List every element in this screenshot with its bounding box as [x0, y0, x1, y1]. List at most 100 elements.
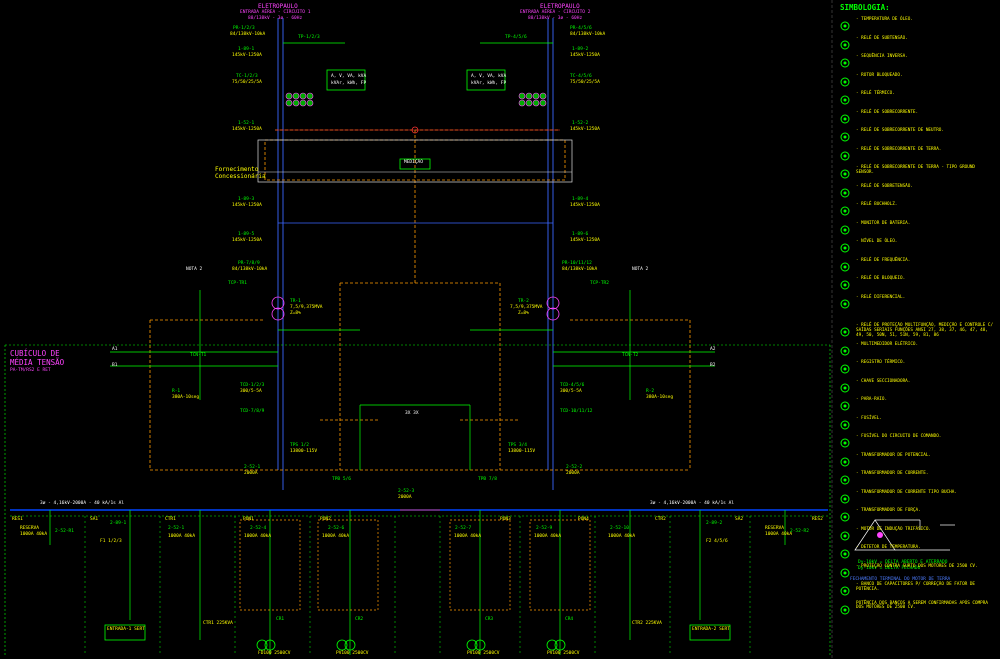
left-res-spec: 380A-10seg	[172, 395, 200, 400]
legend-item-text: - DETETOR DE TEMPERATURA.	[856, 545, 921, 550]
locked-rotor-icon	[840, 72, 850, 86]
right-tp2-spec: 13800-115V	[508, 449, 536, 454]
left-pr2-label: PR-7/8/9	[238, 261, 260, 266]
right-pr2-label: PR-10/11/12	[562, 261, 592, 266]
right-sect2-label: 1-89-4	[572, 197, 589, 202]
legend-item-text: - RELÉ DE SOBRECORRENTE DE TERRA.	[856, 146, 942, 152]
legend-item: - RELÉ DE SOBRECORRENTE DE TERRA - TIPO …	[835, 164, 995, 179]
neutral-overcurrent-icon	[840, 127, 850, 142]
temperature-relay-icon	[840, 16, 850, 31]
fuse-demand-icon	[840, 433, 850, 448]
feeder-ctr1-br: 2-52-1	[168, 526, 185, 531]
legend-item-text: - RELÉ DIFERENCIAL.	[856, 294, 906, 300]
legend-item: - MOTOR DE INDUÇÃO TRIFÁSICO.	[835, 526, 995, 540]
legend-item: - FUSÍVEL DO CIRCUITO DE COMANDO.	[835, 433, 995, 448]
feeder-res1-br: 2-52-R1	[55, 529, 74, 534]
bus-label-a1: A1	[112, 347, 118, 352]
feeder-ctr2-br: 2-52-10	[610, 526, 629, 531]
right-tcp-label: TCP-TR2	[590, 281, 609, 286]
legend-item: - TRANSFORMADOR DE POTENCIAL.	[835, 452, 995, 466]
legend-item-text: - FUSÍVEL DO CIRCUITO DE COMANDO.	[856, 434, 942, 439]
left-meter-values-2: kVAr, kWh, FP	[331, 81, 367, 86]
feeder-sa2-spec: F2 4/5/6	[706, 539, 728, 544]
power-transformer-left	[271, 296, 285, 321]
legend-item-text: - MULTIMEDIDOR ELÉTRICO.	[856, 341, 919, 347]
right-res-label: R-2	[646, 389, 655, 394]
legend-item: - RELÉ BUCHHOLZ.	[835, 201, 995, 216]
cubiculo-title-1: CUBÍCULO DE	[10, 349, 60, 358]
protection-relays-left	[285, 92, 314, 107]
legend-item: - TRANSFORMADOR DE FORÇA.	[835, 507, 995, 522]
right-pr-spec: 84/138kV-10kA	[570, 32, 606, 37]
feeder-ctr2-load: CTR2 225KVA	[632, 621, 662, 626]
capacitor-bank-icon	[840, 581, 850, 596]
right-sect3-label: 1-89-6	[572, 232, 589, 237]
frequency-relay-icon	[840, 257, 850, 271]
left-br-low-spec: 2000A	[244, 471, 258, 476]
battery-monitor-icon	[840, 220, 850, 234]
tie-right-tp: TPB 7/8	[478, 477, 497, 482]
legend-item-text: - PROTEÇÃO CONTRA SURTO DOS MOTORES DE 2…	[856, 563, 978, 569]
feeder-pon3-spec: 1000A 40kA	[454, 534, 482, 539]
legend-item-text: - CHAVE SECCIONADORA.	[856, 378, 911, 384]
feeder-pon2-br: 2-52-6	[328, 526, 345, 531]
legend-item: - TRANSFORMADOR DE CORRENTE.	[835, 470, 995, 485]
legend-item-text: - RELÉ DE SOBRECORRENTE DE NEUTRO.	[856, 128, 944, 133]
multifunction-relay-icon	[840, 322, 850, 337]
legend-item-text: - RELÉ DE SOBRECORRENTE.	[856, 109, 919, 115]
feeder-pon1-motor: CR1	[276, 617, 285, 622]
bus-label-a2: A2	[710, 347, 716, 352]
feeder-pon3-load: PV100 2500CV	[467, 651, 500, 656]
tie-breaker-label: 2-52-3	[398, 489, 415, 494]
right-tr-sub: Z=8%	[518, 311, 529, 316]
legend-item: POTÊNCIA DOS BANCOS A SEREM CONFIRMADAS …	[835, 600, 995, 614]
cubiculo-subtitle: PA-TM/RS2 E RET	[10, 368, 51, 373]
feeder-pon2-motor: CR2	[355, 617, 364, 622]
left-sect1-spec: 145kV-1250A	[232, 53, 262, 58]
left-pr-spec: 84/138kV-10kA	[230, 32, 266, 37]
right-feeder-name: ELETROPAULO	[540, 3, 580, 10]
legend-item-text: - TRANSFORMADOR DE CORRENTE.	[856, 471, 929, 476]
lockout-relay-icon	[840, 275, 850, 290]
insulation-monitor-icon	[840, 526, 850, 540]
feeder-sa2-br: 2-89-2	[706, 521, 723, 526]
right-tcd-spec: 300/5-5A	[560, 389, 582, 394]
right-br-low-spec: 2000A	[566, 471, 580, 476]
power-transformer-icon	[840, 507, 850, 522]
feeder-pon3-br: 2-52-7	[455, 526, 472, 531]
feeder-pon4-id: PON4	[578, 517, 589, 522]
thermal-relay-icon	[840, 90, 850, 105]
meter-box-right	[466, 69, 506, 91]
feeder-pon4-br: 2-52-9	[536, 526, 553, 531]
left-tcd2-label: TCD-7/8/9	[240, 409, 265, 414]
legend-item: - RELÉ DE FREQUÊNCIA.	[835, 257, 995, 271]
legend-title: SIMBOLOGIA:	[840, 3, 890, 12]
tie-meters: 3X 3X	[405, 411, 419, 416]
bus-label-b2: B2	[710, 363, 716, 368]
right-nota: NOTA 2	[632, 267, 649, 272]
legend-item: - DETETOR DE TEMPERATURA.	[835, 544, 995, 559]
legend-item: - SEQUÊNCIA INVERSA.	[835, 53, 995, 68]
legend-item-text: - TRANSFORMADOR DE POTENCIAL.	[856, 452, 932, 458]
right-meter-values-2: kVAr, kWh, FP	[471, 81, 507, 86]
oil-level-icon	[840, 238, 850, 253]
right-tc-label: TC-4/5/6	[570, 74, 592, 79]
feeder-pon2-load: PV100 2500CV	[336, 651, 369, 656]
left-pr2-spec: 84/138kV-10kA	[232, 267, 268, 272]
left-incoming-circuit	[277, 18, 284, 490]
feeder-ctr1-load: CTR1 225KVA	[203, 621, 233, 626]
feeder-pon1-load: FD100 2500CV	[258, 651, 291, 656]
feeder-sa1-box: ENTRADA-1 SERT	[107, 627, 145, 632]
left-tcd-label: TCD-1/2/3	[240, 383, 265, 388]
legend-item: - TEMPERATURA DE ÓLEO.	[835, 16, 995, 31]
feeder-pon4-motor: CR4	[565, 617, 574, 622]
left-sect3-spec: 145kV-1250A	[232, 238, 262, 243]
legend-item-text: - NÍVEL DE ÓLEO.	[856, 239, 898, 244]
left-tp2-label: TPS 1/2	[290, 443, 309, 448]
power-transformer-right	[546, 296, 560, 321]
right-tp2-label: TPS 3/4	[508, 443, 527, 448]
left-sect2-label: 1-89-3	[238, 197, 255, 202]
feeder-res2-spec: 1000A 40kA	[765, 532, 793, 537]
control-wiring	[149, 129, 691, 471]
protection-relays-right	[518, 92, 547, 107]
